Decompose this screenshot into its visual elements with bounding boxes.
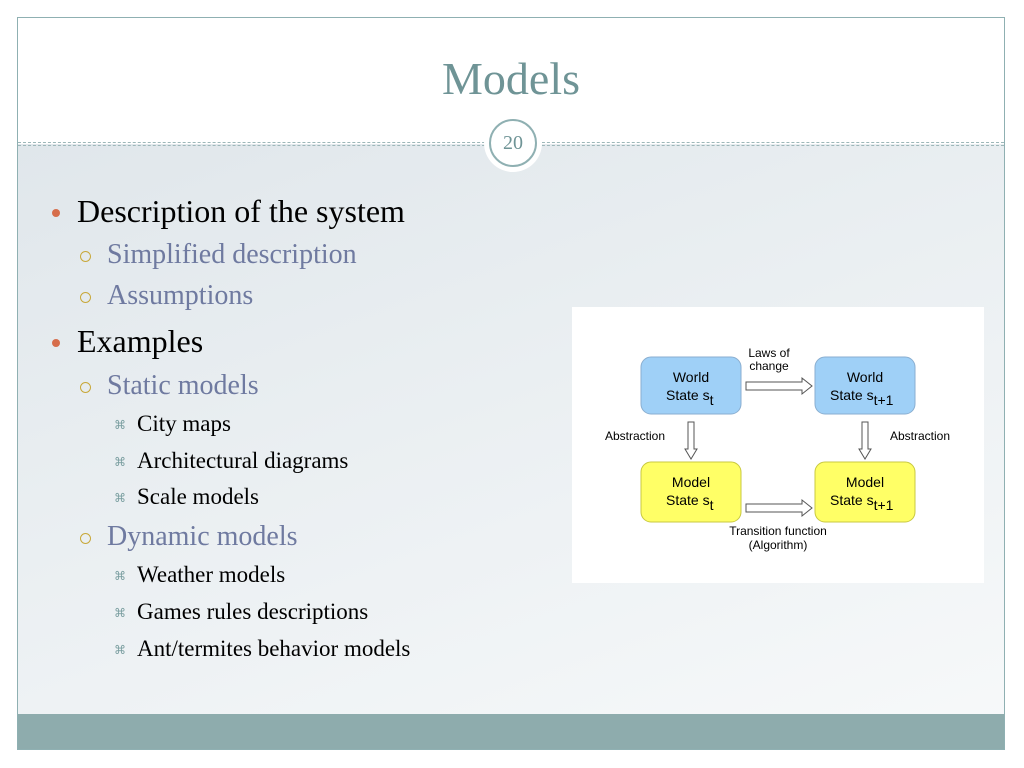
world-t1-label-2: State st+1 [830,387,894,408]
model-t1-subscript: t+1 [874,497,894,513]
item-games-rules: Games rules descriptions [137,599,369,624]
sub-bullet-ring-icon [80,251,91,262]
abstraction-right-arrow-icon [858,421,872,460]
model-t1-label-2: State st+1 [830,492,894,513]
model-state-t1-box [814,461,916,523]
model-t-label-1: Model [672,474,710,490]
sub-bullet-ring-icon [80,292,91,303]
model-t-label-2-text: State s [666,492,710,508]
bullet-dot-icon [52,339,60,347]
sub-bullet-static: Static models [107,370,259,401]
sub-bullet-simplified: Simplified description [107,239,357,270]
model-t-label-2: State st [666,492,714,513]
item-city-maps: City maps [137,411,231,436]
x-bullet-icon: ⌘ [114,418,126,432]
state-model-diagram: World State st World State st+1 Model St… [572,307,984,583]
x-bullet-icon: ⌘ [114,643,126,657]
item-scale-models: Scale models [137,484,259,509]
model-t1-label-1: Model [846,474,884,490]
item-ant-termites: Ant/termites behavior models [137,636,411,661]
footer-bar [18,714,1004,749]
world-t1-subscript: t+1 [874,392,894,408]
world-state-t-box [640,356,742,415]
laws-of-change-label-1: Laws of [748,346,790,360]
world-t-label-2: State st [666,387,714,408]
bullet-dot-icon [52,209,60,217]
abstraction-right-label: Abstraction [890,429,950,443]
x-bullet-icon: ⌘ [114,455,126,469]
laws-of-change-label-2: change [749,359,789,373]
model-t-subscript: t [710,497,714,513]
world-state-t1-box [814,356,916,415]
model-t1-label-2-text: State s [830,492,874,508]
slide-number: 20 [489,119,537,167]
item-weather-models: Weather models [137,562,286,587]
x-bullet-icon: ⌘ [114,606,126,620]
abstraction-left-label: Abstraction [605,429,665,443]
world-t1-label-1: World [847,369,883,385]
diagram-svg: World State st World State st+1 Model St… [605,346,950,552]
transition-arrow-icon [745,498,813,518]
world-t-label-2-text: State s [666,387,710,403]
transition-function-label-2: (Algorithm) [749,538,808,552]
model-state-t-box [640,461,742,523]
slide-title: Models [442,53,580,104]
bullet-examples: Examples [77,323,204,359]
world-t1-label-2-text: State s [830,387,874,403]
abstraction-left-arrow-icon [684,421,698,460]
sub-bullet-assumptions: Assumptions [107,280,254,311]
bullet-description: Description of the system [77,193,405,229]
x-bullet-icon: ⌘ [114,491,126,505]
world-t-label-1: World [673,369,709,385]
slide: Models 20 Description of the system Simp… [17,17,1005,750]
transition-function-label-1: Transition function [729,524,827,538]
world-t-subscript: t [710,392,714,408]
laws-of-change-arrow-icon [745,376,813,396]
x-bullet-icon: ⌘ [114,569,126,583]
sub-bullet-ring-icon [80,382,91,393]
sub-bullet-ring-icon [80,533,91,544]
item-architectural-diagrams: Architectural diagrams [137,448,349,473]
sub-bullet-dynamic: Dynamic models [107,521,298,552]
